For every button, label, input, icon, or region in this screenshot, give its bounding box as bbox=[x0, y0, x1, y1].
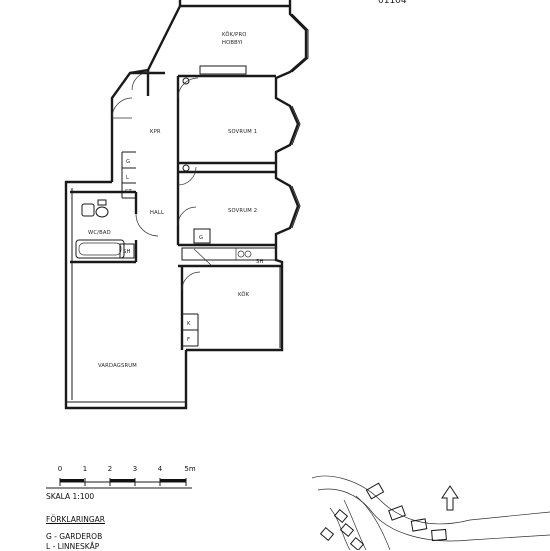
interior-walls bbox=[70, 70, 282, 350]
code-k: K bbox=[187, 321, 191, 327]
scale-tick-2: 2 bbox=[107, 465, 113, 473]
code-f: F bbox=[187, 337, 190, 343]
code-sh-kitchen: SH bbox=[256, 259, 264, 265]
room-label-kpr: KPR bbox=[150, 129, 161, 135]
fixture-codes: G L ST SH G SH K F bbox=[123, 159, 264, 343]
code-sh: SH bbox=[123, 249, 131, 255]
room-label-hobby-1: KÖK/PRO bbox=[222, 31, 247, 38]
room-label-sovrum-2: SOVRUM 2 bbox=[228, 208, 257, 214]
exterior-walls bbox=[64, 0, 309, 410]
room-labels: KÖK/PRO HOBBYI KPR SOVRUM 1 SOVRUM 2 HAL… bbox=[88, 31, 257, 369]
room-label-wc-bad: WC/BAD bbox=[88, 230, 111, 236]
room-label-vardagsrum: VARDAGSRUM bbox=[98, 363, 137, 369]
code-g-lower: G bbox=[199, 235, 203, 241]
code-g-upper: G bbox=[126, 159, 130, 165]
doors bbox=[111, 71, 201, 291]
scale-bar bbox=[46, 478, 192, 489]
scale-tick-5m: 5m bbox=[184, 465, 196, 473]
plan-code: 01104 bbox=[378, 0, 407, 6]
site-map bbox=[311, 475, 550, 550]
code-l: L bbox=[126, 175, 129, 181]
legend-item-linneskap: L - LINNESKÅP bbox=[46, 542, 100, 551]
legend-item-garderob: G - GARDEROB bbox=[46, 532, 103, 541]
scale-tick-1: 1 bbox=[82, 465, 88, 473]
scale-tick-0: 0 bbox=[57, 465, 63, 473]
code-st: ST bbox=[125, 189, 132, 195]
room-label-kok: KÖK bbox=[238, 291, 250, 298]
room-label-sovrum-1: SOVRUM 1 bbox=[228, 129, 257, 135]
scale-label: SKALA 1:100 bbox=[46, 492, 95, 501]
fixtures bbox=[75, 199, 277, 267]
north-arrow-icon bbox=[441, 485, 459, 511]
scale-tick-3: 3 bbox=[132, 465, 138, 473]
scale-tick-4: 4 bbox=[157, 465, 163, 473]
legend-heading: FÖRKLARINGAR bbox=[46, 515, 106, 524]
room-label-hobby-2: HOBBYI bbox=[222, 40, 243, 46]
windows bbox=[66, 65, 281, 403]
room-label-hall: HALL bbox=[150, 210, 164, 216]
